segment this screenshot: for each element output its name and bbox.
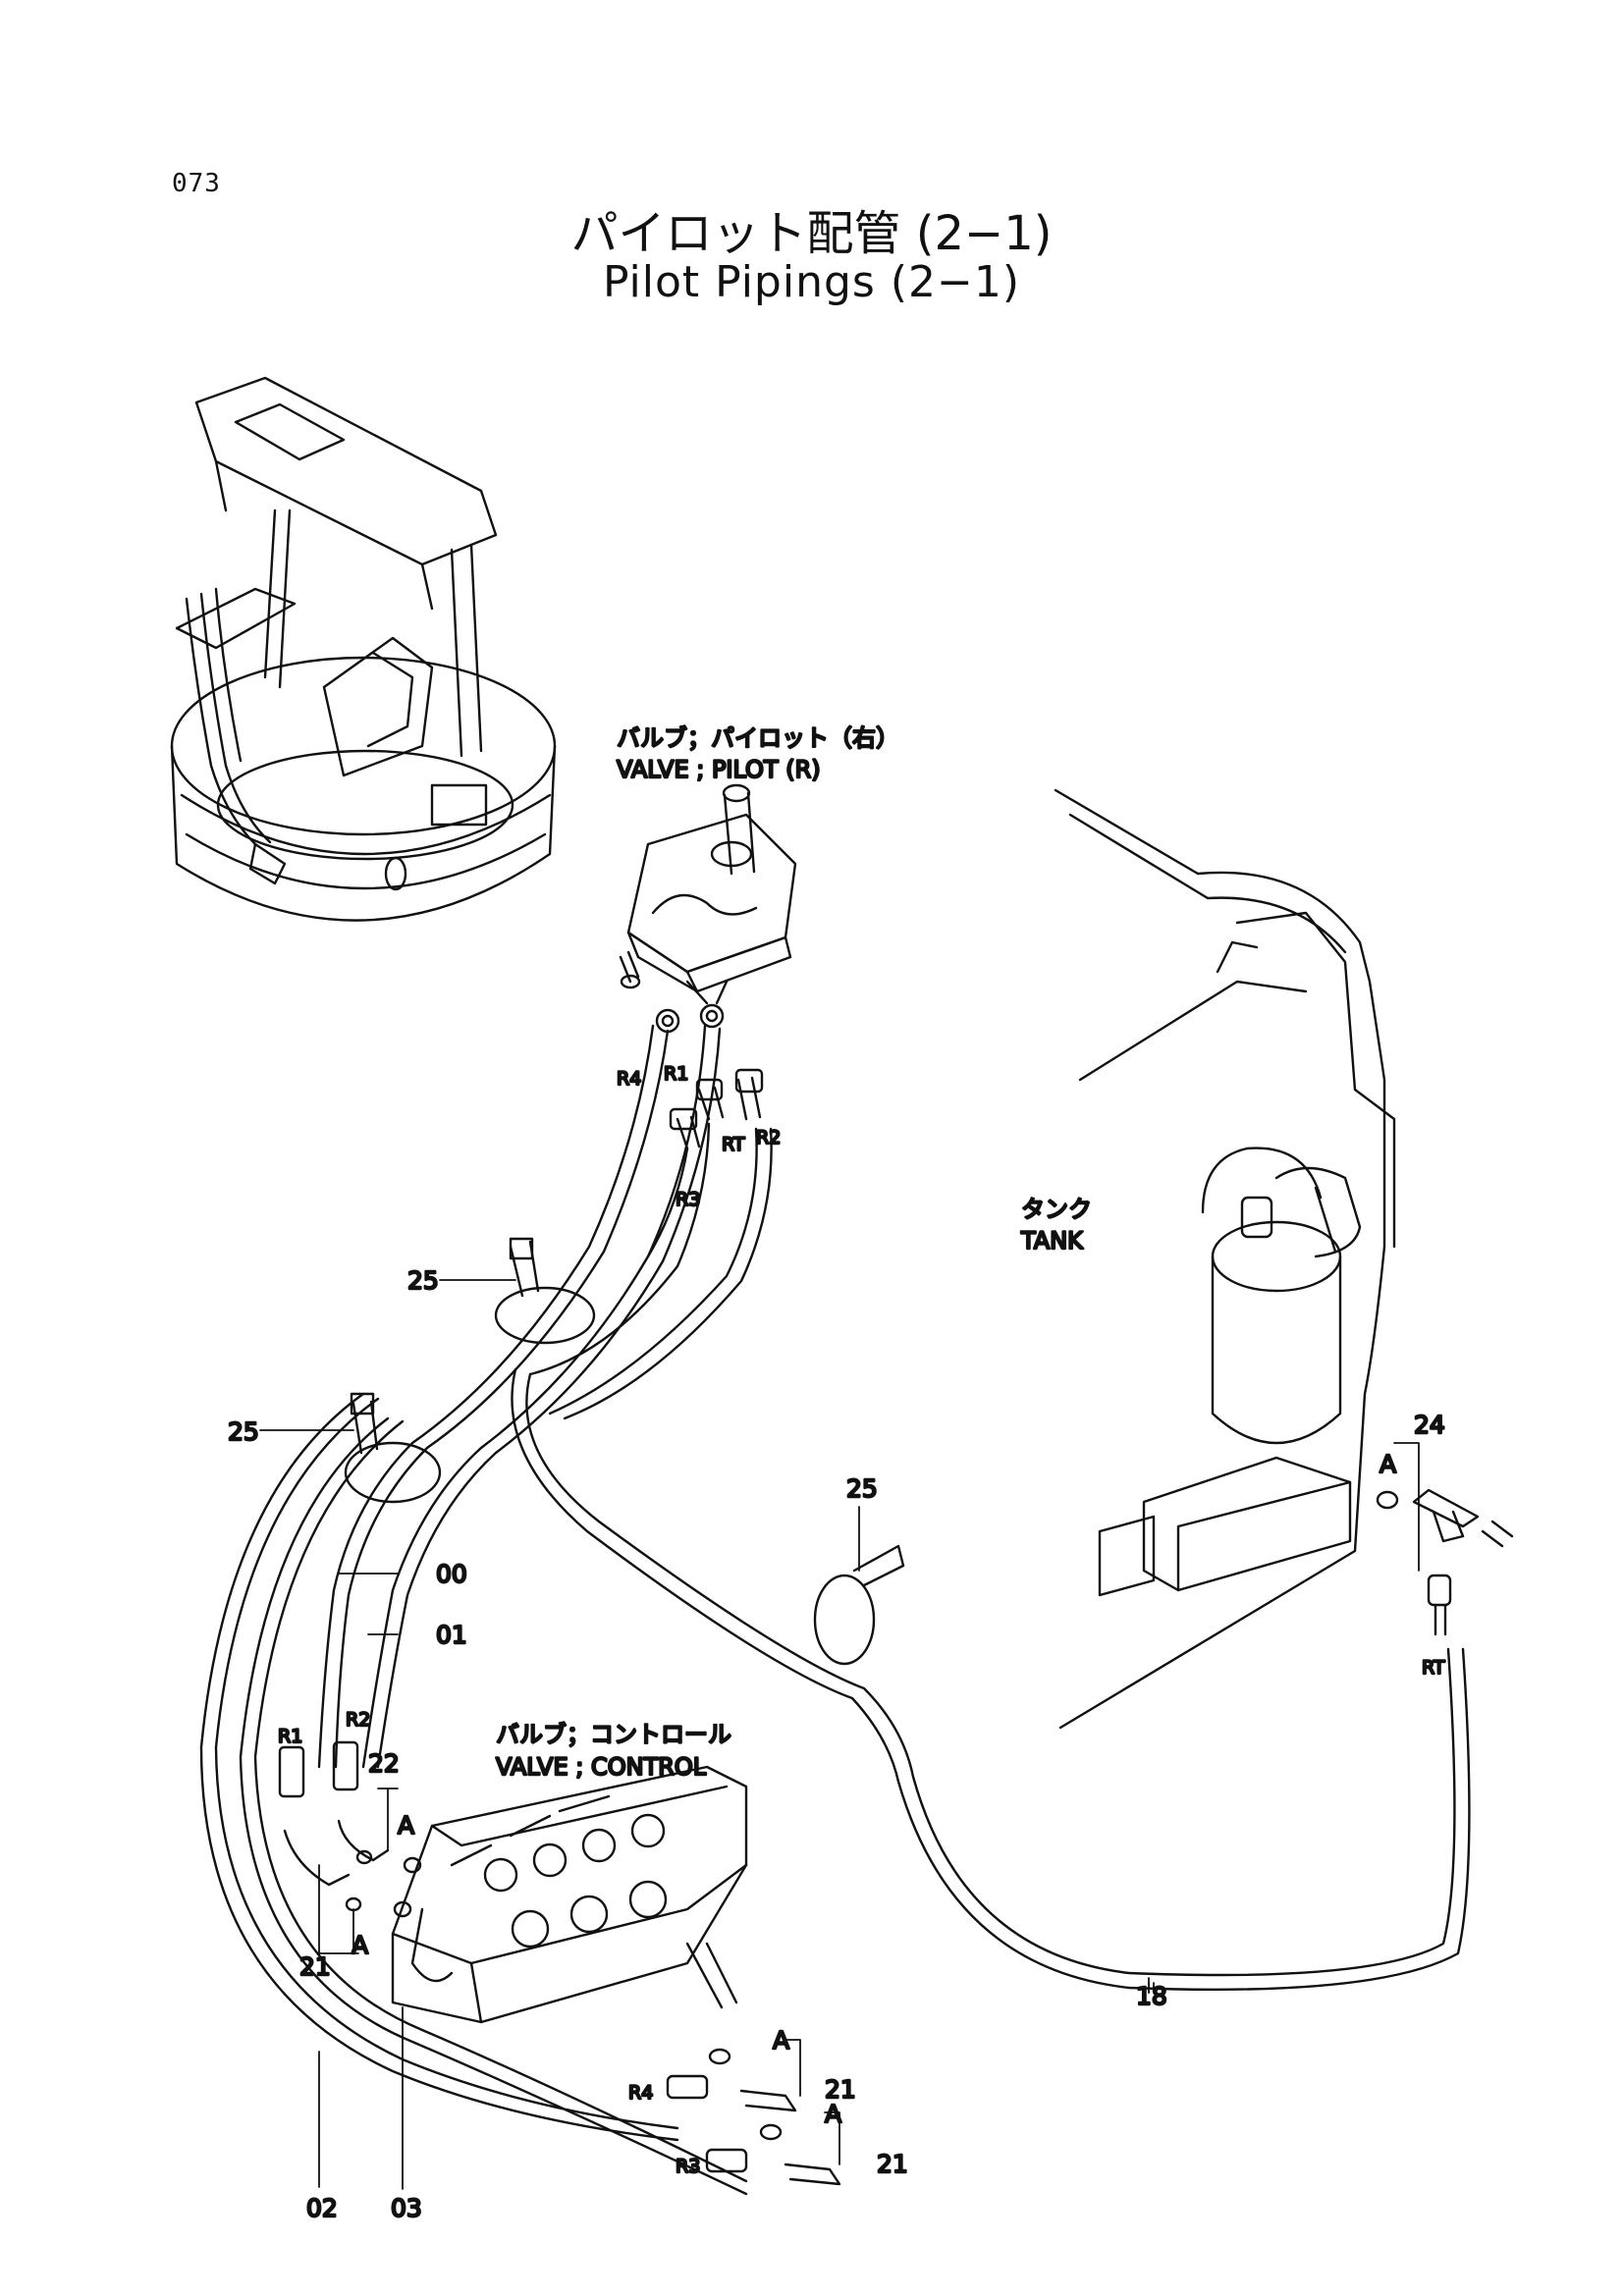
pilot-valve-right: [619, 783, 797, 1034]
callout-00: 00: [436, 1560, 467, 1588]
port-label-r1-top: R1: [664, 1063, 688, 1085]
detail-marker-a-1: A: [398, 1811, 414, 1840]
tank-label-en: TANK: [1020, 1227, 1084, 1255]
control-valve-label-en: VALVE ; CONTROL: [496, 1753, 707, 1781]
control-valve-fittings: [278, 1740, 841, 2186]
callout-02: 02: [306, 2194, 338, 2222]
leader-lines: [259, 1279, 1420, 2190]
port-label-r1-bottom: R1: [278, 1726, 302, 1747]
pilot-valve-label-en: VALVE ; PILOT (R): [617, 756, 821, 783]
pilot-valve-label-ja: バルブ；パイロット（右）: [617, 724, 899, 752]
page-title-japanese: パイロット配管 (2−1): [570, 206, 1053, 261]
callout-18: 18: [1136, 1982, 1167, 2010]
port-label-rt-top: RT: [722, 1134, 745, 1155]
page-title-english: Pilot Pipings (2−1): [602, 257, 1021, 307]
callout-24: 24: [1414, 1411, 1445, 1439]
callout-21-bottom: 21: [877, 2150, 908, 2178]
detail-marker-a-3: A: [1380, 1450, 1396, 1478]
port-label-r4-top: R4: [617, 1068, 641, 1090]
detail-marker-a-5: A: [825, 2100, 841, 2128]
machine-overview-illustration: [170, 376, 557, 922]
callout-01: 01: [436, 1621, 467, 1649]
detail-marker-a-2: A: [352, 1931, 368, 1959]
callout-21-left: 21: [299, 1952, 331, 1981]
callout-22: 22: [368, 1749, 400, 1778]
port-label-rt-right: RT: [1422, 1657, 1445, 1679]
tee-fitting: [1376, 1488, 1514, 1636]
port-label-r2-top: R2: [756, 1127, 781, 1148]
control-valve-label-ja: バルブ；コントロール: [496, 1721, 731, 1748]
detail-marker-a-4: A: [773, 2026, 789, 2055]
callout-03: 03: [391, 2194, 422, 2222]
pilot-hoses: [199, 1024, 1471, 2196]
port-label-r3-bottom: R3: [676, 2156, 700, 2177]
callout-21-mid: 21: [825, 2075, 856, 2104]
callout-25-right: 25: [846, 1474, 878, 1503]
port-label-r2-bottom: R2: [346, 1709, 370, 1731]
callout-25-upper: 25: [407, 1266, 439, 1295]
hydraulic-tank: [1054, 788, 1396, 1730]
tank-label-ja: タンク: [1021, 1196, 1092, 1223]
control-valve: [391, 1765, 748, 2024]
page-number: 073: [172, 169, 221, 198]
hose-clamps: [344, 1237, 596, 1504]
port-label-r3-top: R3: [676, 1189, 700, 1210]
port-label-r4-bottom: R4: [628, 2082, 653, 2104]
callout-25-left: 25: [228, 1417, 259, 1446]
